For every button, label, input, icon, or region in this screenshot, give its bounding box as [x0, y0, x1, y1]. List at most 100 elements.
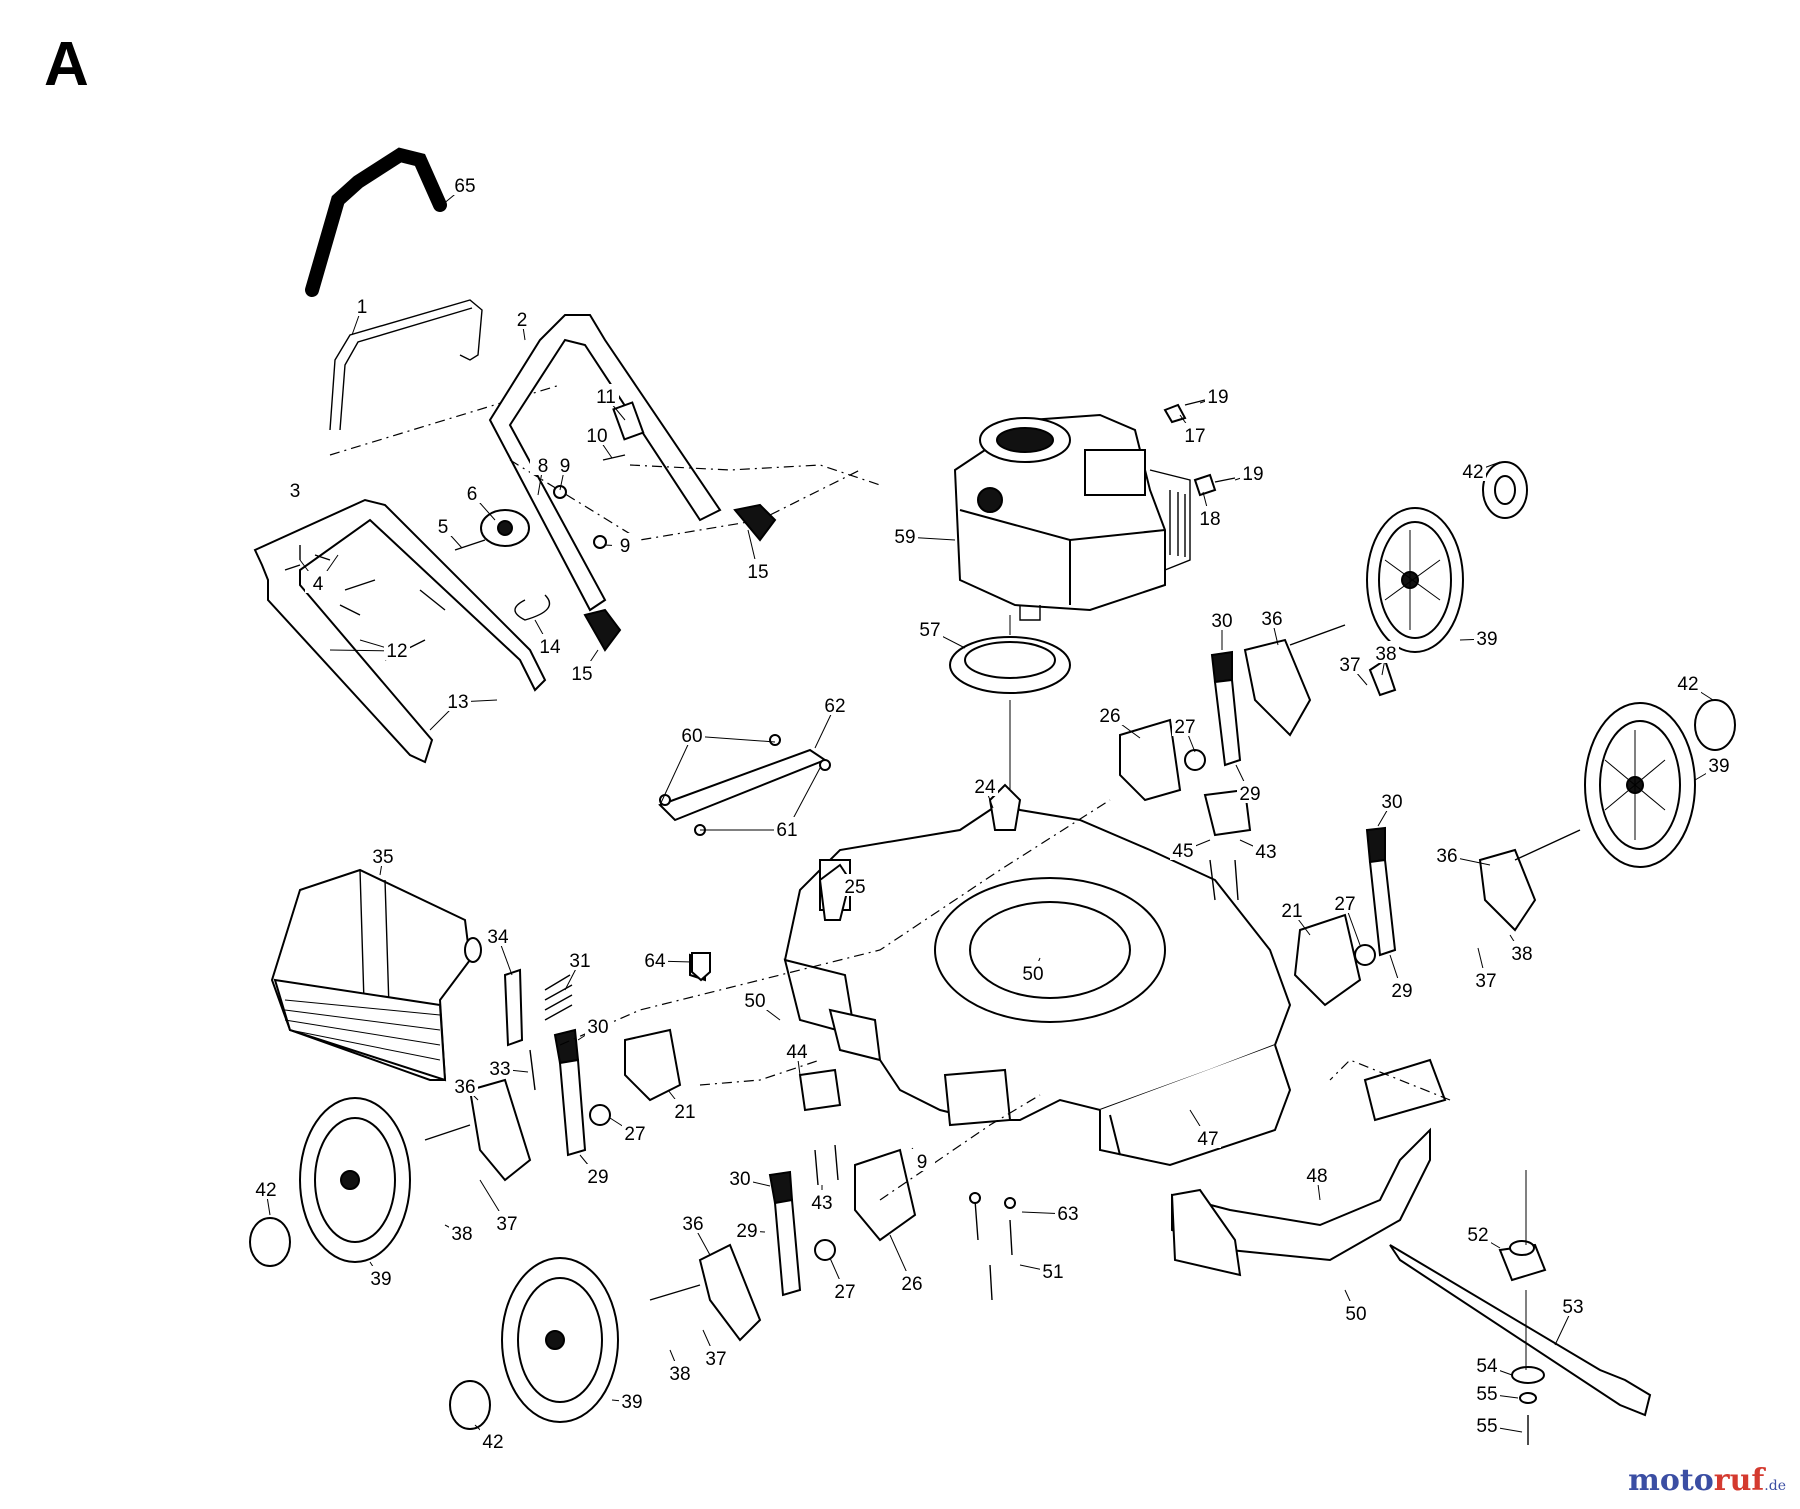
callout-19: 19 [1207, 387, 1228, 408]
callout-bg [585, 1014, 611, 1036]
callout-27: 27 [1174, 717, 1195, 738]
callout-bg [370, 844, 396, 866]
callout-bg [480, 1429, 506, 1451]
callout-18: 18 [1199, 509, 1220, 530]
callout-bg [1237, 781, 1263, 803]
callout-bg [1197, 506, 1223, 528]
callout-2: 2 [517, 310, 528, 331]
callout-50: 50 [744, 991, 765, 1012]
callout-38: 38 [451, 1224, 472, 1245]
callout-bg [892, 524, 918, 546]
callout-42: 42 [1462, 462, 1483, 483]
callout-bg [593, 384, 619, 406]
callout-26: 26 [901, 1274, 922, 1295]
callout-51: 51 [1042, 1262, 1063, 1283]
callout-42: 42 [1677, 674, 1698, 695]
callout-bg [774, 817, 800, 839]
callout-12: 12 [386, 641, 407, 662]
callout-bg [494, 1211, 520, 1233]
callout-leader-60 [691, 735, 776, 743]
watermark-part-3: .de [1764, 1478, 1786, 1494]
watermark-logo: motoruf.de [1628, 1463, 1786, 1498]
callout-4: 4 [313, 574, 324, 595]
callout-43: 43 [1255, 842, 1276, 863]
callout-bg [809, 1190, 835, 1212]
callout-30: 30 [587, 1017, 608, 1038]
callout-64: 64 [644, 951, 666, 972]
callout-bg [567, 948, 593, 970]
callout-bg [1473, 968, 1499, 990]
callout-bg [1373, 641, 1399, 663]
callout-27: 27 [624, 1124, 645, 1145]
callout-14: 14 [539, 637, 561, 658]
callout-bg [622, 1121, 648, 1143]
callout-bg [449, 1221, 475, 1243]
callout-9: 9 [917, 1152, 928, 1173]
callout-bg [1253, 839, 1279, 861]
callout-bg [745, 559, 771, 581]
callout-bg [734, 1218, 760, 1240]
callout-bg [1337, 652, 1363, 674]
callout-bg [832, 1279, 858, 1301]
callout-bg [680, 1211, 706, 1233]
callout-bg [445, 689, 471, 711]
callout-bg [459, 481, 485, 503]
callout-37: 37 [705, 1349, 726, 1370]
callout-bg [899, 1271, 925, 1293]
callout-bg [784, 1039, 810, 1061]
callout-35: 35 [372, 847, 393, 868]
callout-bg [384, 638, 410, 660]
callout-bg [703, 1346, 729, 1368]
callout-bg [368, 1266, 394, 1288]
callout-bg [1474, 1353, 1500, 1375]
callout-bg [679, 723, 705, 745]
callout-30: 30 [1381, 792, 1402, 813]
callout-bg [1509, 941, 1535, 963]
callout-bg [1460, 459, 1486, 481]
callout-bg [1434, 843, 1460, 865]
callout-bg [1279, 898, 1305, 920]
callout-47: 47 [1197, 1129, 1218, 1150]
callout-bg [1560, 1294, 1586, 1316]
callout-bg [349, 294, 375, 316]
callout-bg [727, 1166, 753, 1188]
callout-bg [305, 571, 331, 593]
callout-30: 30 [1211, 611, 1232, 632]
callout-62: 62 [824, 696, 845, 717]
callout-10: 10 [586, 426, 607, 447]
callout-25: 25 [844, 877, 865, 898]
callout-8: 8 [538, 456, 549, 477]
callout-29: 29 [1391, 981, 1412, 1002]
callout-bg [1474, 1413, 1500, 1435]
rear-right-lower-wheel [1584, 699, 1736, 868]
callout-bg [1343, 1301, 1369, 1323]
callout-36: 36 [1436, 846, 1457, 867]
callout-leader-60 [659, 735, 693, 806]
callout-bg [430, 514, 456, 536]
rear-right-upper-wheel [1366, 461, 1528, 653]
callout-21: 21 [674, 1102, 695, 1123]
upper-handle-drawing [488, 314, 722, 612]
callout-bg [552, 453, 578, 475]
callout-26: 26 [1099, 706, 1120, 727]
callout-bg [1205, 384, 1231, 406]
callout-37: 37 [496, 1214, 517, 1235]
callout-1: 1 [357, 297, 368, 318]
callout-bg [1332, 891, 1358, 913]
callout-bg [585, 1164, 611, 1186]
callout-bg [672, 1099, 698, 1121]
callout-39: 39 [1708, 756, 1729, 777]
callout-37: 37 [1339, 655, 1360, 676]
callout-bg [642, 948, 668, 970]
callout-bg [487, 1056, 513, 1078]
callout-bg [1474, 1381, 1500, 1403]
callout-38: 38 [1511, 944, 1532, 965]
callout-labels: 6512344568991011121213131415151718191921… [253, 173, 1732, 1453]
callout-bg [1170, 838, 1196, 860]
front-right-wheel [449, 1257, 619, 1430]
callout-37: 37 [1475, 971, 1496, 992]
callout-bg [1675, 671, 1701, 693]
callout-bg [1379, 789, 1405, 811]
callout-bg [1097, 703, 1123, 725]
